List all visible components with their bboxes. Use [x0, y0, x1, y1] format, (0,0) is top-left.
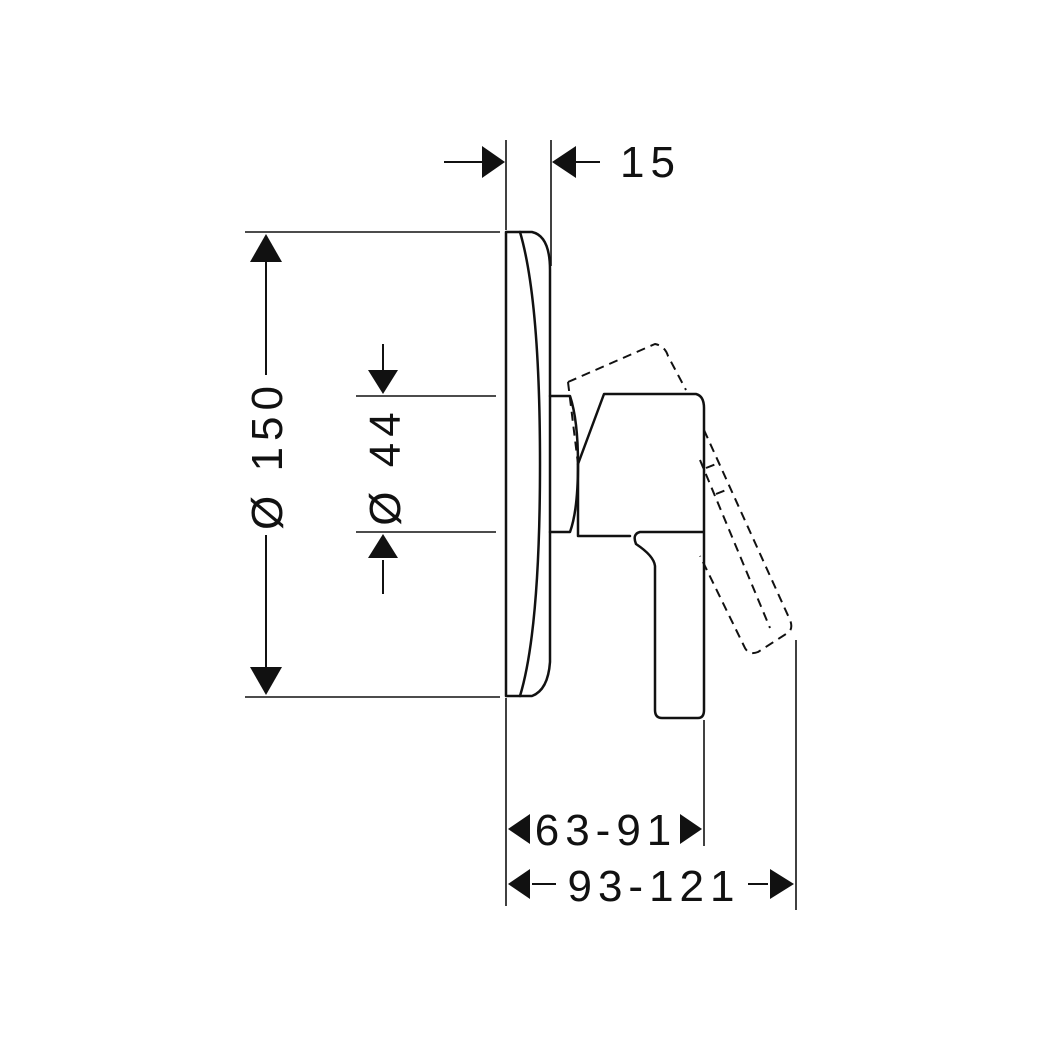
handle-rotated-mark — [705, 463, 727, 495]
arrow-15-left — [482, 146, 505, 178]
arrow-93-left — [508, 869, 530, 899]
arrow-44-top — [368, 370, 398, 394]
handle-rotated-left — [567, 381, 579, 465]
spindle-neck — [548, 394, 580, 534]
dimension-label-63-91: 63-91 — [535, 806, 678, 855]
handle-rotated-top — [567, 343, 687, 391]
arrow-63-left — [508, 814, 530, 844]
cover-plate-curve — [518, 230, 542, 698]
extension-lines — [245, 140, 797, 910]
arrow-44-bottom — [368, 534, 398, 558]
handle-body — [576, 392, 706, 720]
handle-rotated-inner — [699, 459, 771, 629]
product-outline — [504, 230, 706, 720]
arrow-63-right — [680, 814, 702, 844]
arrowheads — [250, 146, 794, 899]
dimension-label-93-121: 93-121 — [567, 862, 740, 911]
arrow-15-right — [552, 146, 576, 178]
arrow-150-top — [250, 234, 282, 262]
arrow-150-bottom — [250, 667, 282, 695]
dimension-label-diameter-44: Ø 44 — [361, 406, 410, 525]
handle-body-left — [576, 462, 632, 538]
dimension-label-diameter-150: Ø 150 — [243, 380, 292, 530]
cover-plate — [504, 230, 552, 698]
dimension-label-15: 15 — [620, 138, 681, 187]
handle-rotated-lever — [699, 429, 793, 655]
arrow-93-right — [770, 869, 794, 899]
handle-rotated-dashed — [567, 343, 793, 655]
dimension-lines — [265, 161, 768, 885]
